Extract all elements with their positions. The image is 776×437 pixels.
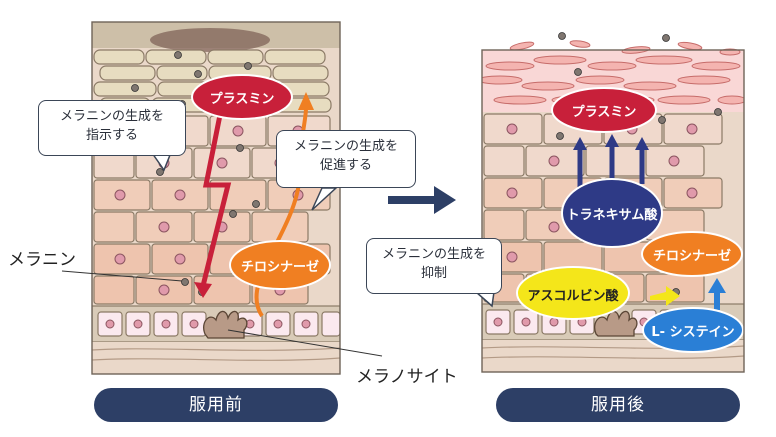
before-skin-panel — [92, 22, 340, 374]
ascorbic-oval — [516, 266, 630, 320]
tyrosinase-label: チロシナーゼ — [240, 260, 319, 275]
bubble-instruct-line1: メラニンの生成を — [59, 109, 164, 124]
after-skin-panel — [482, 50, 744, 372]
right-arrow-icon — [388, 186, 456, 214]
ascorbic-label: アスコルビン酸 — [527, 289, 619, 304]
melanocyte-label: メラノサイト — [356, 367, 458, 387]
tranexamic-label: トラネキサム酸 — [566, 208, 658, 223]
plasmin-oval — [191, 74, 293, 120]
bubble-promote-line2: 促進する — [319, 158, 372, 173]
bubble-suppress-melanin: メラニンの生成を 抑制 — [366, 238, 502, 294]
bubble-suppress-line2: 抑制 — [420, 266, 447, 281]
melanocyte-icon-after — [594, 310, 638, 337]
melanin-label: メラニン — [8, 250, 76, 270]
caption-after: 服用後 — [496, 388, 740, 422]
plasmin-label: プラスミン — [209, 92, 275, 107]
tyrosinase-label-after: チロシナーゼ — [652, 249, 731, 264]
tyrosinase-oval — [229, 240, 331, 290]
cysteine-oval — [642, 307, 744, 353]
bubble-promote-line1: メラニンの生成を — [293, 139, 398, 154]
bubble-suppress-line1: メラニンの生成を — [381, 247, 486, 262]
bubble-promote-melanin: メラニンの生成を 促進する — [276, 130, 416, 188]
cysteine-label: L- システイン — [651, 325, 735, 340]
plasmin-label-after: プラスミン — [571, 105, 637, 120]
bubble-instruct-line2: 指示する — [85, 128, 138, 143]
tyrosinase-oval-after — [641, 231, 743, 277]
caption-before: 服用前 — [94, 388, 338, 422]
bubble-instruct-melanin: メラニンの生成を 指示する — [38, 100, 186, 156]
plasmin-oval-after — [551, 87, 657, 133]
tranexamic-oval — [561, 178, 663, 248]
